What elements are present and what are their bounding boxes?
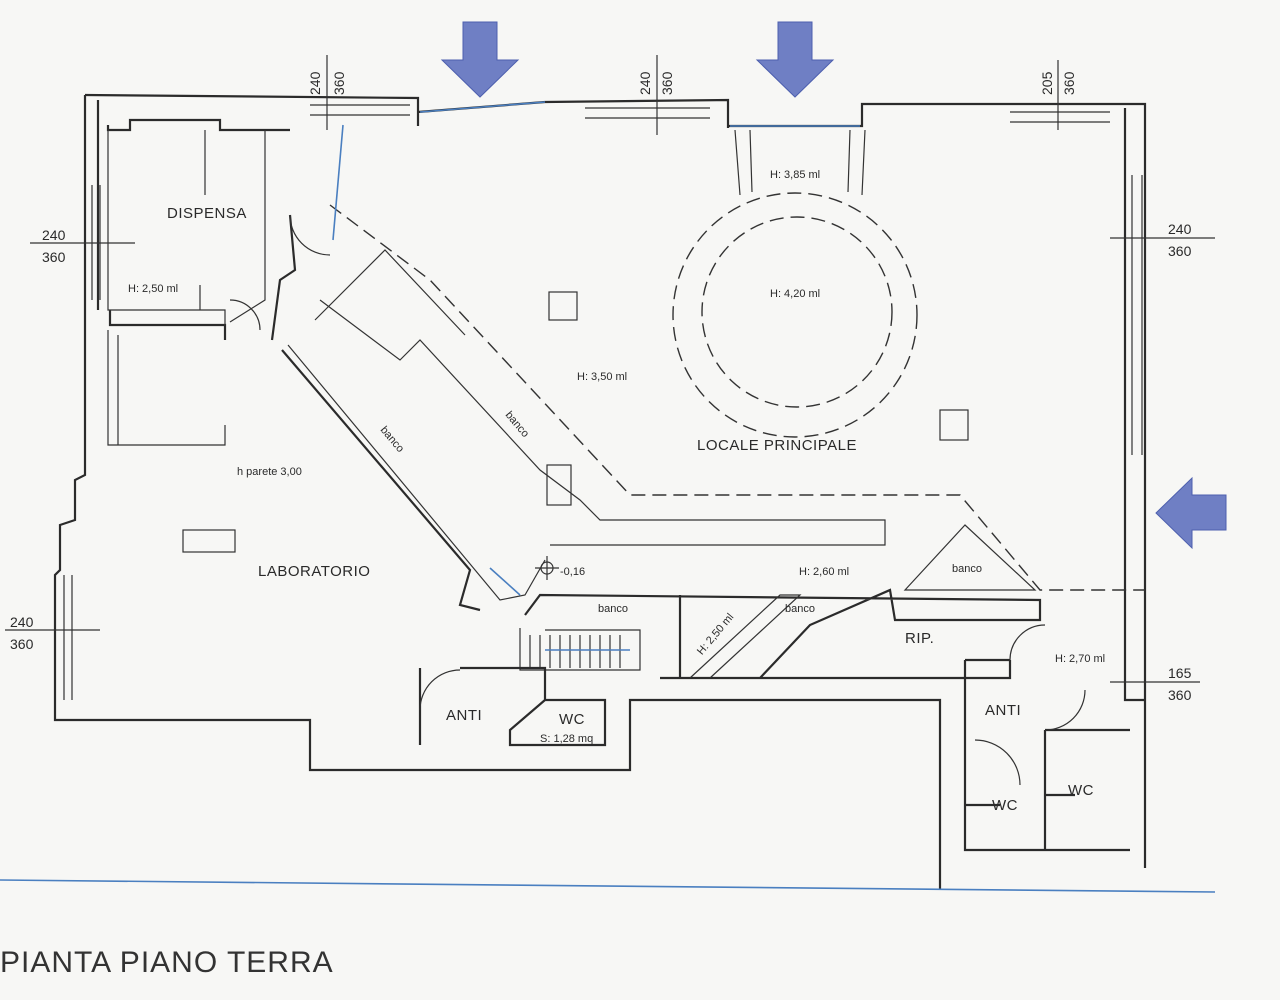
window-top-mid — [585, 107, 710, 119]
dimension-label: 240 — [42, 227, 66, 243]
room-label-wc-right-b: WC — [1068, 782, 1094, 799]
door-swing — [289, 214, 331, 256]
height-label-cupola-inner: H: 4,20 ml — [770, 288, 820, 300]
room-label-rip: RIP. — [905, 630, 934, 647]
dimension-label: 360 — [331, 71, 347, 95]
height-label-cupola-outer: H: 3,85 ml — [770, 169, 820, 181]
dimension-label: 360 — [659, 71, 675, 95]
diagonal-wall — [270, 214, 481, 612]
counter-block — [319, 299, 886, 546]
door-swing — [229, 299, 261, 331]
dimension-label: 360 — [1168, 687, 1192, 703]
dimension-label: 205 — [1039, 71, 1055, 95]
window-right — [1131, 175, 1143, 455]
counter-label: banco — [598, 603, 628, 615]
wc-area-label: S: 1,28 mq — [540, 733, 593, 745]
height-label-corridor: H: 2,60 ml — [799, 566, 849, 578]
level-label: -0,16 — [560, 566, 585, 578]
dimension-label: 360 — [10, 636, 34, 652]
window-top-left — [310, 104, 410, 116]
height-label-main: H: 3,50 ml — [577, 371, 627, 383]
dispensa-walls — [107, 130, 266, 325]
bottom-line — [0, 879, 1216, 893]
annotation-line — [489, 567, 521, 596]
table-icon — [182, 529, 236, 553]
door-swing — [419, 669, 461, 711]
door-swing — [1009, 624, 1046, 661]
room-label-wc-right-a: WC — [992, 797, 1018, 814]
arrow-down-icon — [440, 21, 520, 98]
counter-label: banco — [378, 424, 406, 455]
counter-long — [287, 249, 546, 601]
annotation-line — [419, 101, 860, 127]
level-marker-cross — [535, 556, 559, 580]
floor-plan-drawing: DISPENSA LABORATORIO LOCALE PRINCIPALE R… — [0, 21, 1227, 893]
dimension-label: 240 — [1168, 221, 1192, 237]
dimension-label: 360 — [42, 249, 66, 265]
diagonal-counter-2 — [689, 594, 802, 679]
door-swing — [1044, 689, 1086, 731]
height-label-parete: h parete 3,00 — [237, 466, 302, 478]
counter-label: banco — [785, 603, 815, 615]
bathroom-right — [963, 658, 1130, 852]
lower-counters — [524, 588, 1042, 680]
height-label-dispensa: H: 2,50 ml — [128, 283, 178, 295]
window-left-2 — [63, 575, 73, 700]
counter-label: banco — [503, 409, 531, 440]
arrow-down-icon — [755, 21, 835, 98]
pillar — [546, 464, 572, 506]
storage-room — [107, 330, 226, 446]
cupola-niche — [734, 129, 866, 196]
window-top-right — [1010, 111, 1110, 123]
height-label-right-bath: H: 2,70 ml — [1055, 653, 1105, 665]
plan-title: PIANTA PIANO TERRA — [0, 946, 334, 979]
room-label-dispensa: DISPENSA — [167, 205, 247, 222]
door-swing — [974, 739, 1021, 786]
dimension-label: 240 — [307, 71, 323, 95]
dimension-label: 240 — [10, 614, 34, 630]
dimension-label: 240 — [637, 71, 653, 95]
dashed-counter-line — [329, 204, 1145, 591]
pillar — [939, 409, 969, 441]
room-label-laboratorio: LABORATORIO — [258, 563, 370, 580]
triangle-counter — [903, 524, 1037, 591]
cupola-inner — [701, 216, 893, 408]
counter-label: banco — [952, 563, 982, 575]
room-label-anti-right: ANTI — [985, 702, 1021, 719]
dimension-label: 360 — [1168, 243, 1192, 259]
pillar — [548, 291, 578, 321]
stairs — [519, 628, 641, 671]
arrow-left-icon — [1155, 476, 1227, 550]
height-label-stair-side: H: 2,50 ml — [695, 611, 736, 657]
room-label-wc-left: WC — [559, 711, 585, 728]
dimension-label: 360 — [1061, 71, 1077, 95]
room-label-anti-left: ANTI — [446, 707, 482, 724]
room-label-locale-principale: LOCALE PRINCIPALE — [697, 437, 857, 454]
cupola-outer — [672, 192, 918, 438]
outer-wall-left — [53, 95, 942, 890]
annotation-line — [332, 124, 344, 241]
dimension-label: 165 — [1168, 665, 1192, 681]
dimension-ticks — [5, 55, 1215, 683]
